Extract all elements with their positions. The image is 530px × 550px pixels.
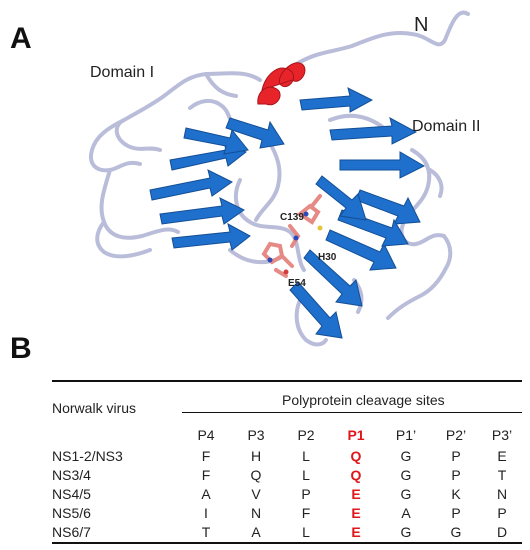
column-header-2: P3: [247, 427, 265, 443]
residue-cell: E: [351, 524, 361, 540]
table-top-rule: [52, 380, 522, 382]
residue-cell: G: [400, 448, 412, 464]
row-label: NS3/4: [52, 467, 91, 483]
residue-cell: A: [201, 486, 211, 502]
residue-cell: G: [400, 467, 412, 483]
residue-cell: V: [251, 486, 261, 502]
domain-1-label: Domain I: [90, 64, 155, 81]
residue-cell: T: [201, 524, 211, 540]
column-header-7: P3’: [491, 427, 513, 443]
n-terminus-label: N: [414, 14, 429, 36]
sites-header: Polyprotein cleavage sites: [282, 392, 445, 408]
residue-cell: E: [351, 486, 361, 502]
column-header-3: P2: [297, 427, 315, 443]
residue-cell: P: [451, 505, 461, 521]
residue-cell: P: [497, 505, 507, 521]
residue-cell: Q: [350, 467, 362, 483]
protein-structure-panel: A: [10, 10, 481, 347]
residue-cell: F: [201, 448, 211, 464]
residue-cell: Q: [250, 467, 262, 483]
row-label: NS1-2/NS3: [52, 448, 123, 464]
residue-cell: A: [401, 505, 411, 521]
catalytic-atoms: [267, 211, 323, 275]
row-label: NS5/6: [52, 505, 91, 521]
panel-a-letter: A: [10, 22, 32, 55]
residue-cell: A: [251, 524, 261, 540]
residue-cell: N: [250, 505, 262, 521]
residue-cell: L: [302, 467, 310, 483]
alpha-helix: [257, 62, 306, 106]
residue-cell: N: [496, 486, 508, 502]
panel-b-letter: B: [10, 332, 32, 365]
residue-cell: E: [497, 448, 507, 464]
residue-cell: E: [351, 505, 361, 521]
column-header-1: P4: [197, 427, 215, 443]
residue-cell: G: [450, 524, 462, 540]
domain-2-label: Domain II: [412, 118, 481, 135]
residue-cell: F: [201, 467, 211, 483]
residue-cell: L: [302, 448, 310, 464]
cleavage-site-table: Norwalk virus Polyprotein cleavage sites…: [52, 372, 522, 544]
sites-header-rule: [182, 412, 522, 413]
residue-cell: P: [451, 467, 461, 483]
residue-label-e54: E54: [288, 278, 306, 289]
residue-cell: Q: [350, 448, 362, 464]
residue-cell: P: [451, 448, 461, 464]
beta-strands: [149, 87, 426, 339]
table-bottom-rule: [52, 542, 522, 544]
column-header-6: P2’: [445, 427, 467, 443]
residue-label-c139: C139: [280, 212, 304, 223]
residue-cell: I: [204, 505, 208, 521]
row-label: NS4/5: [52, 486, 91, 502]
row-label: NS6/7: [52, 524, 91, 540]
coil-loops: [89, 10, 470, 347]
protein-ribbon-diagram: [89, 10, 470, 347]
column-header-5: P1’: [395, 427, 417, 443]
residue-cell: G: [400, 486, 412, 502]
residue-cell: L: [302, 524, 310, 540]
residue-cell: F: [301, 505, 311, 521]
virus-header: Norwalk virus: [52, 400, 137, 416]
residue-cell: D: [496, 524, 508, 540]
residue-cell: T: [497, 467, 507, 483]
residue-cell: G: [400, 524, 412, 540]
residue-label-h30: H30: [318, 252, 337, 263]
column-header-4: P1: [347, 427, 365, 443]
residue-cell: P: [301, 486, 311, 502]
residue-cell: K: [451, 486, 461, 502]
residue-cell: H: [250, 448, 262, 464]
